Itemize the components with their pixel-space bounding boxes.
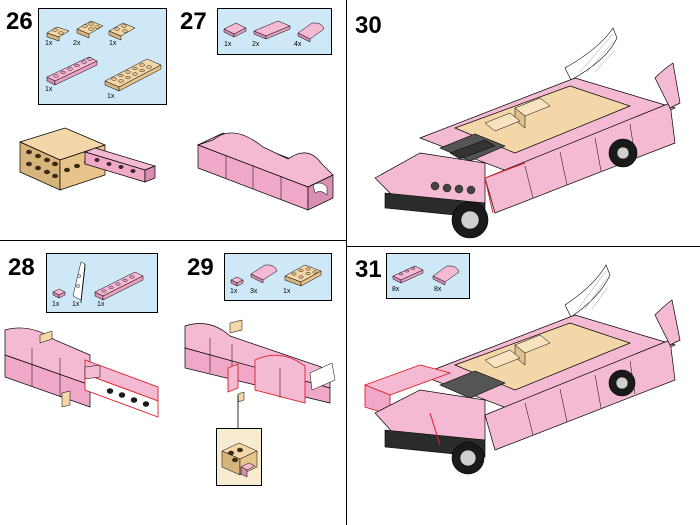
tan-plate-1x2-part (46, 26, 70, 42)
pink-curved-slope-part (432, 265, 460, 286)
part-quantity: 1x (45, 40, 53, 47)
step-number-30: 30 (355, 12, 382, 39)
page-divider-horizontal-left (0, 240, 346, 241)
pink-tile-1x4-part (253, 20, 291, 40)
parts-illustration-27 (223, 20, 325, 43)
tan-plate-2x2-part (76, 20, 104, 39)
parts-illustration-31 (392, 265, 460, 286)
parts-illustration-29 (230, 264, 322, 287)
step-29-assembly (184, 319, 336, 404)
pink-tile-1x2-part (223, 22, 247, 38)
step-number-28: 28 (8, 254, 35, 281)
part-quantity: 2x (73, 40, 81, 47)
part-quantity: 8x (392, 286, 400, 293)
step-number-27: 27 (180, 8, 207, 35)
callout-connector (237, 395, 239, 429)
part-quantity: 1x (52, 301, 60, 308)
pink-plate-1x1-part (52, 288, 66, 299)
pink-plate-1x1-part (230, 276, 244, 287)
step-number-29: 29 (187, 254, 214, 281)
pink-curved-slope-part (297, 22, 325, 43)
parts-illustration-28 (52, 261, 144, 304)
parts-illustration-26 (46, 20, 162, 92)
part-quantity: 1x (230, 288, 238, 295)
part-quantity: 8x (434, 286, 442, 293)
pink-plate-1x6-part (94, 271, 144, 301)
parts-callout-27: 1x 2x 4x (217, 8, 332, 55)
page-divider-horizontal-right (346, 246, 700, 247)
tan-plate-2x6-part (104, 58, 162, 92)
step-27-assembly (196, 132, 334, 211)
part-quantity: 1x (45, 86, 53, 93)
step-28-assembly (4, 327, 159, 418)
part-quantity: 2x (252, 41, 260, 48)
pink-plate-1x4-part (392, 265, 424, 284)
part-quantity: 3x (250, 288, 258, 295)
part-quantity: 1x (224, 41, 232, 48)
part-quantity: 4x (294, 41, 302, 48)
tan-plate-with-pink-tile (221, 442, 258, 478)
parts-callout-29: 1x 3x 1x (224, 253, 332, 301)
part-quantity: 1x (72, 301, 80, 308)
page-divider-vertical (346, 0, 347, 525)
white-wedge-plate-part (72, 261, 86, 304)
step-number-31: 31 (355, 256, 382, 283)
part-quantity: 1x (97, 301, 105, 308)
part-quantity: 1x (109, 40, 117, 47)
seat (484, 97, 551, 132)
pink-curved-slope-part (250, 264, 278, 284)
seat (484, 334, 551, 369)
parts-callout-26: 1x 2x 1x 1x 1x (38, 8, 167, 105)
parts-callout-28: 1x 1x 1x (46, 253, 158, 313)
pink-plate-1x6-part (46, 56, 98, 86)
part-quantity: 1x (107, 93, 115, 100)
step-31-car-assembly (363, 264, 681, 475)
part-quantity: 1x (283, 288, 291, 295)
parts-callout-31: 8x 8x (386, 253, 470, 299)
step-30-car-assembly (374, 27, 681, 239)
step-number-26: 26 (6, 8, 33, 35)
tan-plate-2x3-part (284, 264, 322, 287)
step-26-assembly (19, 127, 157, 191)
tan-plate-1x3-part (108, 22, 136, 41)
sub-assembly-callout-29 (216, 428, 262, 486)
